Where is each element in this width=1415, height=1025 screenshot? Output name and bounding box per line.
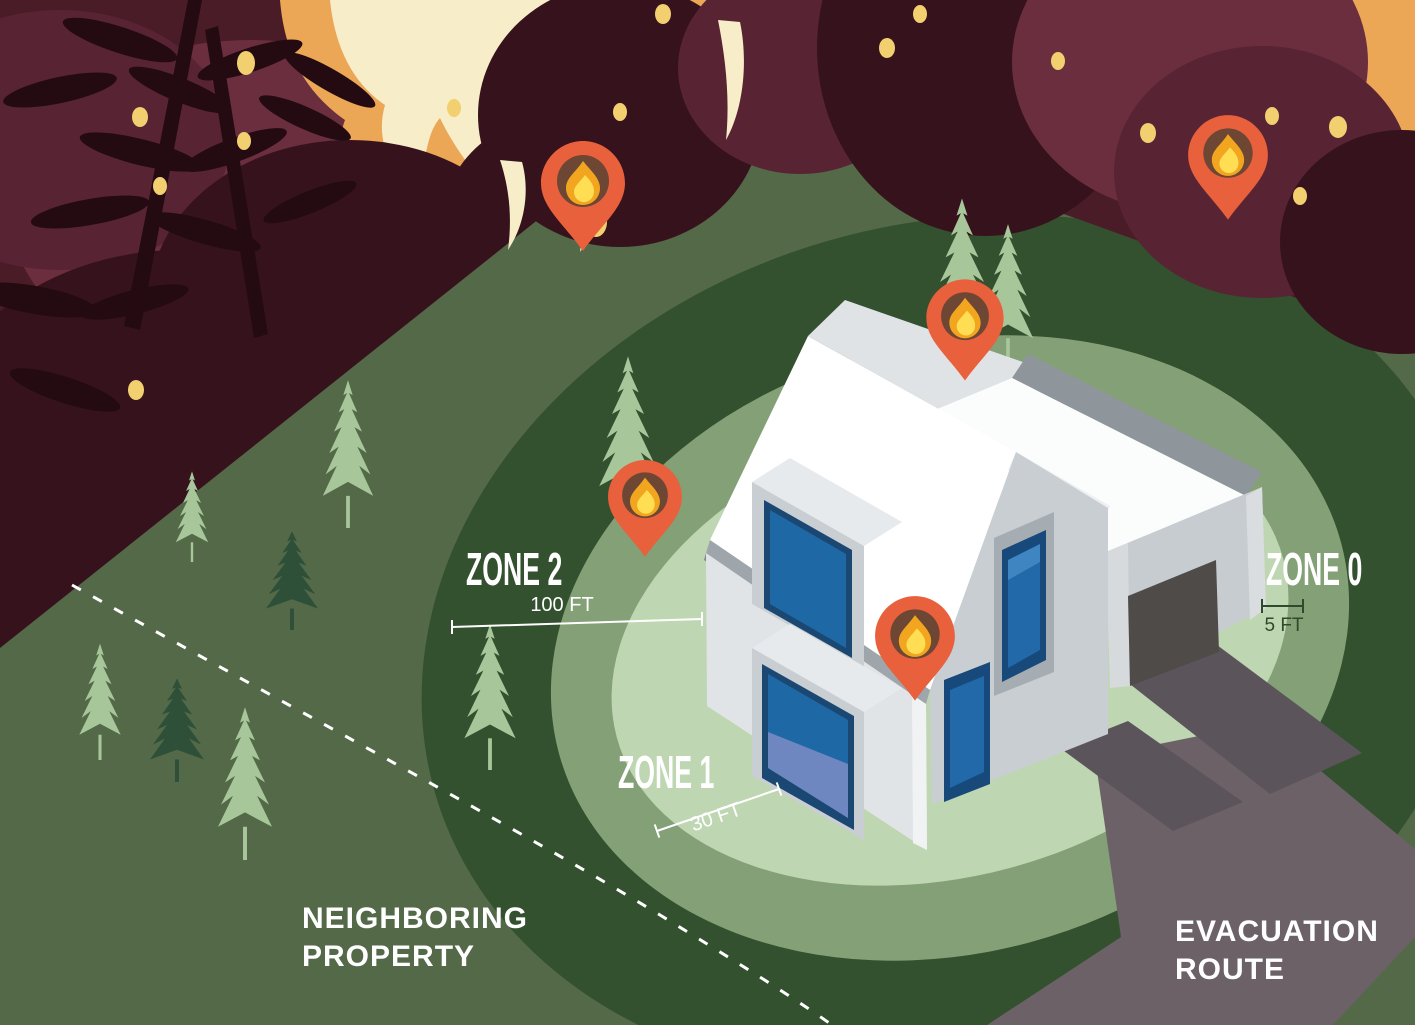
zone0-label: ZONE 0 [1266,543,1362,594]
ember-spark [1140,123,1156,143]
ember-spark [1329,116,1347,138]
ember-spark [132,107,148,127]
burnt-tree-silhouettes [0,0,376,412]
zone2-measure: 100 FT ZONE 2 [451,543,703,634]
ember-spark [1293,187,1307,205]
garage-flat-roof [872,378,1246,552]
ember-spark [237,132,251,150]
ember-spark [128,380,144,400]
garage-left-pillar [1106,543,1130,688]
ember-spark [913,5,927,23]
ember-spark [237,51,255,75]
neighboring-property-label: NEIGHBORING PROPERTY [302,902,528,973]
neighboring-line2: PROPERTY [302,940,475,973]
zone1-label: ZONE 1 [618,746,714,797]
ember-spark [655,4,671,24]
zone0-measure: 5 FT ZONE 0 [1261,543,1362,636]
corner-pillar [912,695,927,850]
house [704,300,1266,850]
upper-window-box-top [752,458,902,546]
ember-spark [153,177,167,195]
evacuation-route-label: EVACUATION ROUTE [1175,915,1379,986]
evacuation-road [987,723,1415,1025]
evacuation-line1: EVACUATION [1175,915,1379,948]
flame-tip [718,20,744,140]
flame-tip [500,160,526,250]
garage-corner-pillar [1246,487,1266,620]
gable-window-highlight [1008,544,1040,580]
upper-window-glass [770,510,846,648]
neighboring-line1: NEIGHBORING [302,902,528,935]
lower-window-reflection [768,732,848,818]
zone0-distance-label: 5 FT [1264,615,1303,636]
property-boundary-dashed-line [71,583,833,1025]
ember-spark [879,38,895,58]
ember-spark [1265,107,1279,125]
smoke-cloud-mounds [478,0,1415,354]
garage-parapet [1012,354,1262,496]
lower-window-box-top [752,624,902,712]
zone2-label: ZONE 2 [466,543,562,594]
ember-spark [1051,52,1065,70]
ember-spark [613,103,627,121]
zone2-distance-label: 100 FT [530,594,593,616]
evacuation-line2: ROUTE [1175,953,1285,986]
driveway [1060,645,1362,831]
gable-window2-glass [950,676,984,788]
ember-spark [447,99,461,117]
garage-door-opening [1128,560,1219,686]
